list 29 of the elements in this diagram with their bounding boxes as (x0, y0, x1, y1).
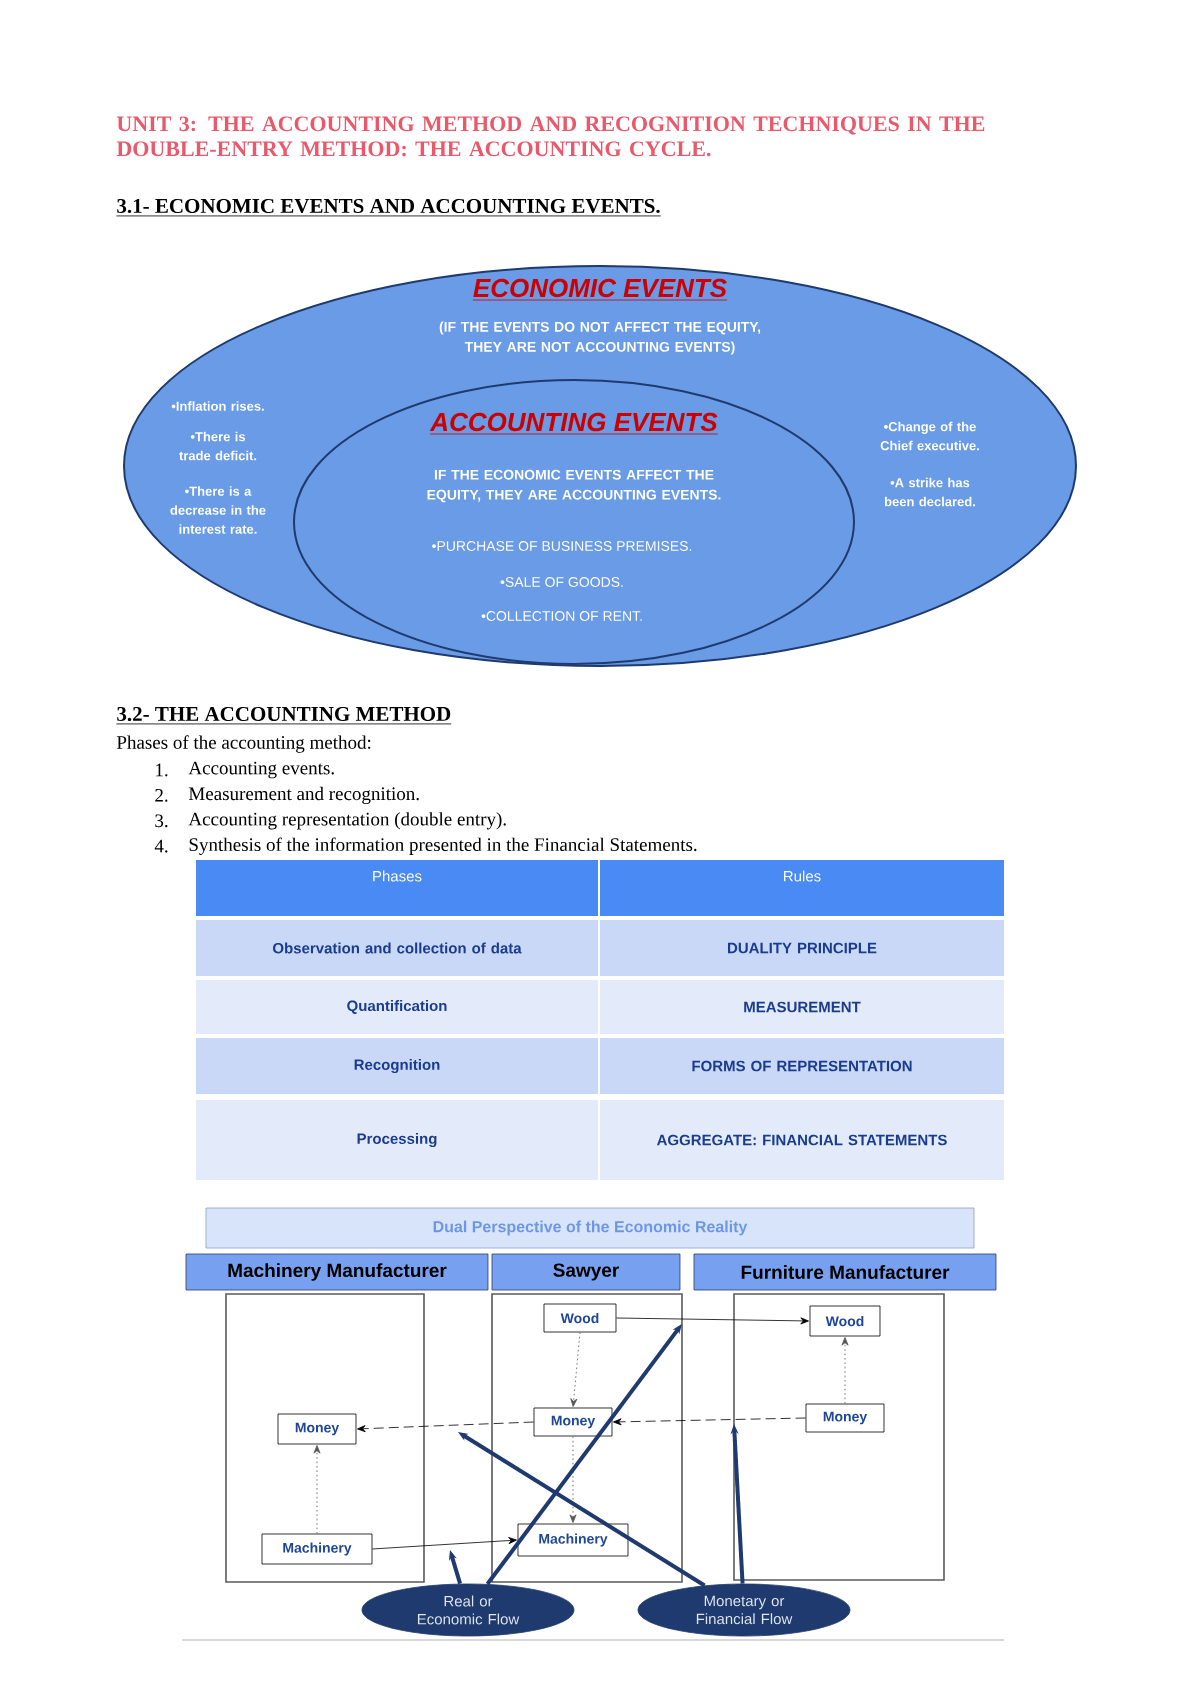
panel-box (225, 1293, 425, 1583)
ellipse-heading: ACCOUNTING EVENTS (429, 412, 719, 435)
column-header: Sawyer (491, 1253, 681, 1291)
column-header: Furniture Manufacturer (693, 1253, 997, 1291)
section-heading: 3.1- ECONOMIC EVENTS AND ACCOUNTING EVENTS. (116, 198, 662, 217)
section-heading: 3.2- THE ACCOUNTING METHOD (116, 706, 452, 725)
column-header: Machinery Manufacturer (185, 1253, 489, 1291)
paragraph: Phases of the accounting method: (116, 735, 371, 753)
title-bar: Dual Perspective of the Economic Reality (205, 1207, 975, 1249)
ellipse (293, 379, 855, 665)
list-number: 2. (155, 789, 168, 802)
arrow (616, 1317, 809, 1325)
list-item: Synthesis of the information presented in the Financial Statements. (189, 837, 697, 855)
arrow (313, 1445, 321, 1534)
arrow (613, 1417, 806, 1426)
ellipse-heading: ECONOMIC EVENTS (472, 278, 728, 301)
arrow (357, 1421, 534, 1433)
list-item: Accounting events. (188, 761, 334, 779)
list-number: 3. (155, 814, 168, 828)
arrow (841, 1337, 849, 1404)
panel-box (733, 1293, 945, 1581)
arrow (570, 1332, 581, 1407)
list-item: Accounting representation (double entry). (188, 812, 506, 830)
document-title: UNIT 3: THE ACCOUNTING METHOD AND RECOGNITION TECHNIQUES IN THE DOUBLE-ENTRY METHOD: THE ACCOUNTING CYCLE. (116, 116, 985, 157)
arrow (372, 1537, 517, 1550)
list-item: Measurement and recognition. (188, 786, 419, 805)
list-number: 4. (154, 839, 168, 853)
arrow (569, 1436, 577, 1523)
list-number: 1. (156, 763, 168, 777)
